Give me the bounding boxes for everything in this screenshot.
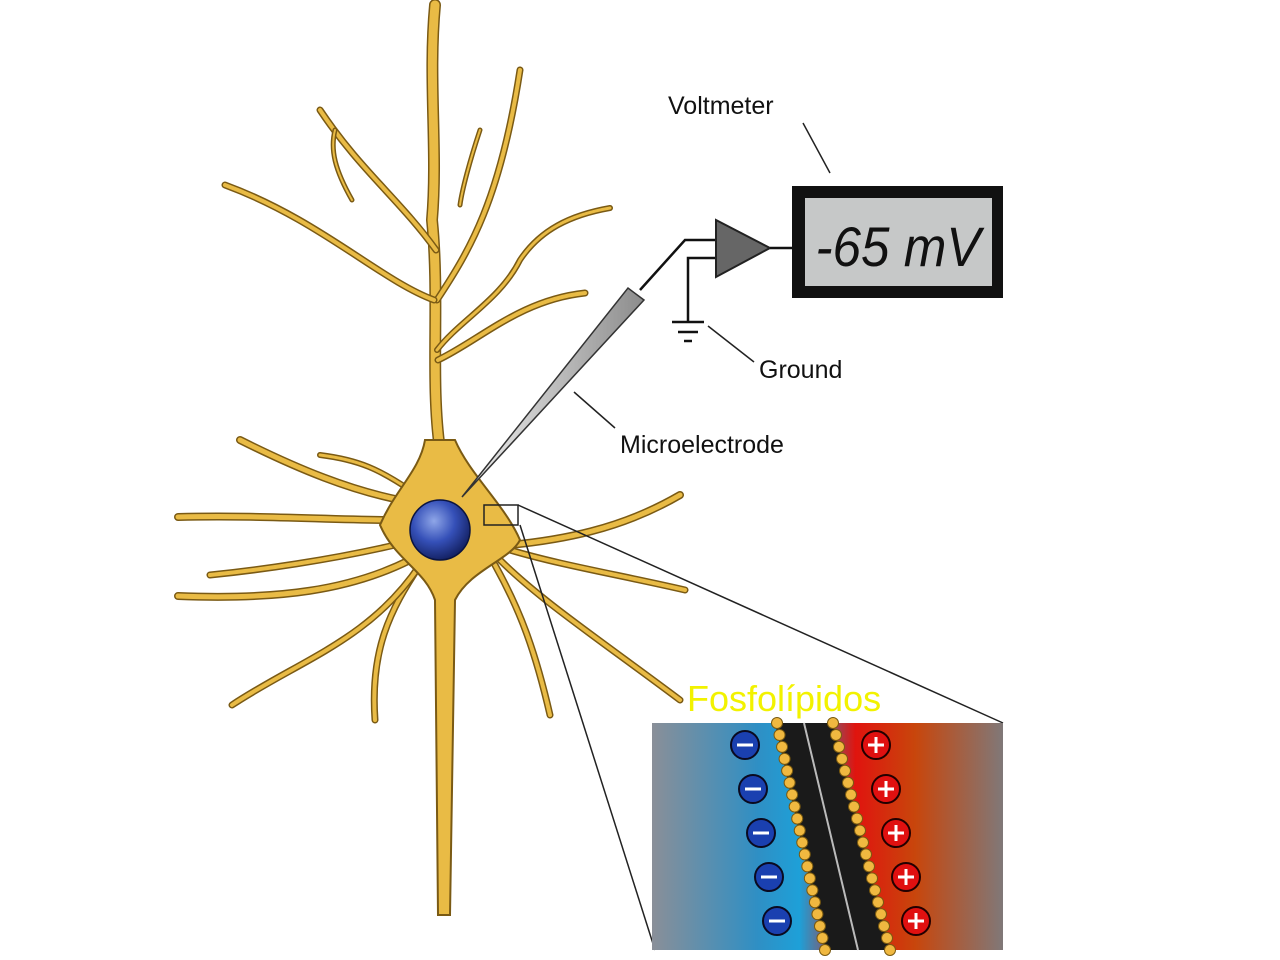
dendrite-branch-fill bbox=[507, 492, 683, 548]
phospholipid-head bbox=[793, 824, 806, 837]
dendrites bbox=[174, 0, 689, 724]
phospholipid-head bbox=[816, 932, 829, 945]
phospholipid-head bbox=[776, 740, 789, 753]
dendrite-branch-fill bbox=[498, 558, 682, 702]
microelectrode bbox=[461, 286, 646, 498]
voltmeter: -65 mV bbox=[792, 186, 1003, 298]
phospholipid-head bbox=[872, 896, 884, 909]
phospholipid-head bbox=[786, 788, 799, 801]
dendrite-branch-fill bbox=[175, 514, 393, 523]
dendrite-branch-fill bbox=[230, 563, 422, 707]
phospholipid-heads bbox=[771, 717, 896, 956]
phospholipid-head bbox=[854, 824, 866, 837]
phospholipid-head bbox=[863, 860, 875, 873]
negative-ion-icon bbox=[754, 862, 784, 892]
phospholipid-head bbox=[801, 860, 814, 873]
zoom-region-box bbox=[483, 504, 519, 526]
phospholipid-head bbox=[839, 764, 851, 777]
phospholipid-head bbox=[791, 812, 804, 825]
phospholipids-label: Fosfolípidos bbox=[687, 678, 881, 719]
soma bbox=[378, 439, 522, 916]
negative-ion-icon bbox=[738, 774, 768, 804]
positive-ion-icon bbox=[871, 774, 901, 804]
negative-ion-icon bbox=[730, 730, 760, 760]
phospholipid-head bbox=[808, 896, 821, 909]
phospholipid-head bbox=[875, 908, 887, 921]
phospholipid-head bbox=[788, 800, 801, 813]
voltmeter-label: Voltmeter bbox=[668, 92, 774, 120]
positive-ion-icon bbox=[901, 906, 931, 936]
zoom-connector-line bbox=[517, 504, 1004, 724]
dendrite-branch-fill bbox=[435, 206, 612, 352]
microelectrode-leader-line bbox=[573, 391, 616, 429]
dendrite-branch-fill bbox=[208, 543, 397, 577]
phospholipid-head bbox=[806, 884, 819, 897]
electrode-wire bbox=[639, 238, 718, 291]
phospholipid-head bbox=[827, 717, 839, 729]
phospholipid-head bbox=[884, 944, 896, 956]
ground-label: Ground bbox=[759, 356, 842, 384]
dendrite-branch bbox=[506, 491, 684, 549]
ions bbox=[730, 730, 931, 936]
lipid-bilayer bbox=[775, 723, 890, 950]
phospholipid-head bbox=[796, 836, 809, 849]
phospholipid-head bbox=[866, 872, 878, 885]
dendrite-branch-fill bbox=[223, 183, 436, 302]
dendrite-branch-fill bbox=[332, 129, 353, 201]
phospholipid-head bbox=[860, 848, 872, 861]
membrane-inset bbox=[652, 717, 1003, 956]
dendrite-branch-fill bbox=[427, 0, 445, 455]
phospholipid-head bbox=[848, 800, 860, 813]
phospholipid-head bbox=[881, 932, 893, 945]
phospholipid-head bbox=[845, 788, 857, 801]
phospholipid-head bbox=[798, 848, 811, 861]
ground-symbol-icon bbox=[672, 320, 704, 343]
phospholipid-head bbox=[857, 836, 869, 849]
phospholipid-head bbox=[830, 728, 842, 741]
phospholipid-head bbox=[819, 944, 831, 956]
dendrite-branch bbox=[434, 205, 613, 353]
phospholipid-head bbox=[811, 908, 824, 921]
phospholipid-head bbox=[781, 764, 794, 777]
dendrite-branch-fill bbox=[459, 129, 481, 206]
positive-ion-icon bbox=[861, 730, 891, 760]
dendrite-branch-fill bbox=[436, 291, 587, 362]
dendrite-branch-fill bbox=[372, 563, 422, 722]
phospholipid-head bbox=[773, 728, 786, 741]
dendrite-branch-fill bbox=[493, 563, 552, 717]
phospholipid-head bbox=[878, 920, 890, 933]
phospholipid-head bbox=[803, 872, 816, 885]
dendrite-branch-fill bbox=[508, 548, 687, 592]
phospholipid-head bbox=[836, 752, 848, 765]
phospholipid-head bbox=[851, 812, 863, 825]
dendrite-branch-fill bbox=[435, 68, 522, 302]
negative-ion-icon bbox=[746, 818, 776, 848]
phospholipid-head bbox=[869, 884, 881, 897]
dendrite-branch-fill bbox=[237, 437, 403, 503]
voltmeter-leader-line bbox=[802, 122, 831, 174]
microelectrode-label: Microelectrode bbox=[620, 431, 784, 459]
negative-ion-icon bbox=[762, 906, 792, 936]
nucleus bbox=[409, 499, 471, 561]
voltmeter-reading: -65 mV bbox=[816, 215, 985, 278]
dendrite-branch bbox=[491, 561, 554, 719]
phospholipid-head bbox=[833, 740, 845, 753]
ground-wire bbox=[686, 256, 718, 322]
positive-ion-icon bbox=[891, 862, 921, 892]
dendrite-branch bbox=[433, 66, 524, 304]
ground-leader-line bbox=[707, 325, 755, 363]
amplifier-icon bbox=[715, 218, 773, 279]
dendrite-branch-fill bbox=[318, 453, 412, 492]
zoom-connector-line bbox=[519, 524, 656, 951]
phospholipid-head bbox=[771, 717, 783, 729]
positive-ion-icon bbox=[881, 818, 911, 848]
neuron bbox=[174, 0, 689, 916]
phospholipid-head bbox=[783, 776, 796, 789]
phospholipid-head bbox=[842, 776, 854, 789]
phospholipid-head bbox=[778, 752, 791, 765]
phospholipid-head bbox=[813, 920, 826, 933]
dendrite-branch-fill bbox=[175, 557, 413, 600]
